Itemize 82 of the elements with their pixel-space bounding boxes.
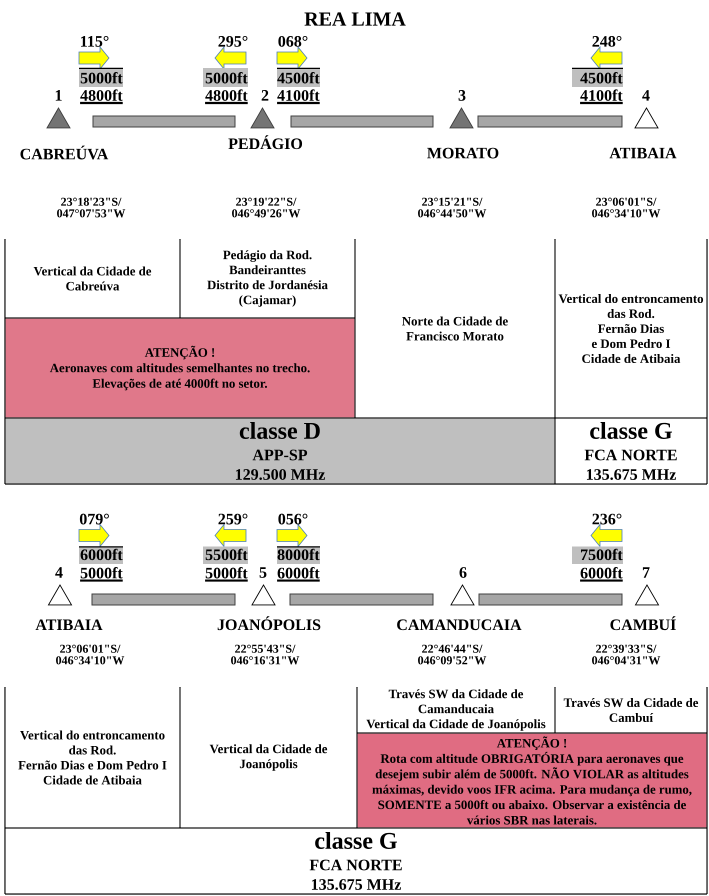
- heading-label: 115°: [81, 36, 108, 47]
- route-bar: [92, 594, 236, 606]
- altitude-label: 6000ft: [79, 546, 123, 564]
- node-label: Vertical do entroncamento das Rod. Fernão Dias e Dom Pedro I: [558, 294, 704, 348]
- table-cell: Pedágio da Rod. Bandeiranttes Distrito de Jordanésia (Cajamar): [180, 240, 354, 318]
- waypoint-name: JOANÓPOLIS: [218, 616, 320, 630]
- table-cell: Vertical do entroncamento das Rod. Fernão Dias e Dom Pedro I Cidade de Atibaia: [6, 688, 180, 828]
- heading-label: 068°: [278, 36, 308, 47]
- waypoint-name: CABREÚVA: [20, 146, 108, 160]
- waypoint-number: 3: [458, 90, 466, 101]
- coordinates-label: 22°55'43"S/ 046°16'31"W: [231, 644, 300, 664]
- altitude-label: 5000ft: [79, 68, 123, 87]
- table-cell: Través SW da Cidade de Camanducaia Vertical da Cidade de Joanópolis: [358, 688, 554, 732]
- heading-label: 259°: [218, 514, 248, 524]
- altitude-label: 5500ft: [203, 546, 248, 564]
- coordinates-label: 23°19'22"S/ 046°49'26"W: [232, 198, 300, 218]
- waypoint-name: CAMANDUCAIA: [397, 619, 522, 630]
- node-label: Vertical da Cidade de Cabreúva: [34, 266, 152, 291]
- coordinates-label: 23°18'23"S/ 047°07'53"W: [57, 198, 126, 218]
- waypoint-number: 6: [460, 567, 467, 578]
- coordinates-label: 22°39'33"S/ 046°04'31"W: [592, 644, 660, 664]
- altitude-label: 6000ft: [277, 567, 320, 582]
- node-label: Distrito de Jordanésia (Cajamar): [207, 280, 328, 307]
- node-label: Cidade de Atibaia: [44, 775, 142, 785]
- airspace-class-cell: classe D APP-SP 129.500 MHz: [6, 418, 554, 484]
- node-label: classe D: [240, 422, 320, 439]
- altitude-label: 6000ft: [580, 567, 623, 582]
- heading-label: 236°: [592, 514, 622, 524]
- route-bar: [478, 116, 622, 128]
- heading-label: 079°: [80, 514, 109, 524]
- table-cell: Vertical da Cidade de Joanópolis: [180, 688, 356, 828]
- table-cell: Vertical da Cidade de Cabreúva: [6, 240, 180, 318]
- warning-cell: ATENÇÃO ! Aeronaves com altitudes semelhantes no trecho. Elevações de até 4000ft no setor.: [6, 318, 354, 418]
- waypoint-number: 7: [642, 567, 650, 578]
- node-label: Vertical do entroncamento das Rod. Fernão Dias e Dom Pedro I: [18, 730, 166, 770]
- coordinates-label: 23°06'01"S/ 046°34'10"W: [56, 644, 124, 664]
- altitude-label: 4800ft: [80, 89, 123, 104]
- node-label: Norte da Cidade de Francisco Morato: [402, 316, 508, 341]
- node-label: Vertical da Cidade de Joanópolis: [366, 719, 546, 731]
- waypoint-name: CAMBUÍ: [610, 616, 676, 630]
- node-label: Pedágio da Rod. Bandeiranttes: [223, 250, 312, 274]
- altitude-label: 4500ft: [277, 68, 320, 87]
- altitude-label: 5000ft: [80, 567, 123, 582]
- heading-label: 248°: [592, 36, 622, 47]
- altitude-label: 8000ft: [277, 546, 320, 564]
- waypoint-number: 5: [260, 567, 266, 578]
- waypoint-name: ATIBAIA: [610, 148, 676, 158]
- node-label: Vertical da Cidade de Joanópolis: [210, 744, 328, 771]
- waypoint-number: 1: [56, 90, 62, 101]
- heading-label: 056°: [278, 514, 308, 524]
- altitude-label: 4500ft: [572, 68, 623, 87]
- node-label: 129.500 MHz: [236, 469, 325, 480]
- coordinates-label: 23°06'01"S/ 046°34'10"W: [592, 198, 660, 218]
- route-bar: [290, 116, 434, 128]
- waypoint-name: PEDÁGIO: [228, 135, 302, 150]
- waypoint-name: MORATO: [427, 148, 498, 158]
- waypoint-name: ATIBAIA: [36, 619, 103, 630]
- coordinates-label: 23°15'21"S/ 046°44'50"W: [418, 198, 486, 218]
- warning-cell: ATENÇÃO ! Rota com altitude OBRIGATÓRIA para aeronaves que desejem subir além de 5000ft. NÃO VIOLAR as altitudes máximas, devido voos IFR acima. Para mudança de rumo, SOMENTE a 5000ft ou abaixo. Observar a existência de vários SBR nas laterais.: [358, 734, 706, 828]
- altitude-label: 4800ft: [205, 89, 248, 104]
- waypoint-number: 4: [642, 90, 650, 101]
- altitude-label: 4100ft: [580, 89, 623, 104]
- altitude-label: 4100ft: [277, 89, 320, 104]
- airspace-class-cell: classe G FCA NORTE 135.675 MHz: [556, 418, 706, 484]
- altitude-label: 7500ft: [572, 546, 623, 564]
- airspace-class-cell: classe G FCA NORTE 135.675 MHz: [6, 828, 706, 894]
- title: REA LIMA: [304, 12, 406, 26]
- node-label: Través SW da Cidade de Camanducaia: [388, 689, 524, 714]
- heading-label: 295°: [218, 36, 248, 47]
- node-label: Través SW da Cidade de Cambuí: [564, 698, 698, 722]
- node-label: APP-SP: [252, 450, 308, 460]
- route-bar: [290, 594, 434, 606]
- node-label: Cidade de Atibaia: [582, 354, 680, 364]
- table-cell: Través SW da Cidade de Cambuí: [556, 688, 706, 732]
- waypoint-number: 4: [55, 567, 63, 578]
- waypoint-number: 2: [262, 90, 268, 101]
- table-cell: Norte da Cidade de Francisco Morato: [356, 240, 554, 418]
- route-bar: [478, 594, 622, 606]
- route-bar: [92, 116, 236, 128]
- altitude-label: 5000ft: [203, 68, 248, 87]
- altitude-label: 5000ft: [205, 567, 248, 582]
- coordinates-label: 22°46'44"S/ 046°09'52"W: [418, 644, 486, 664]
